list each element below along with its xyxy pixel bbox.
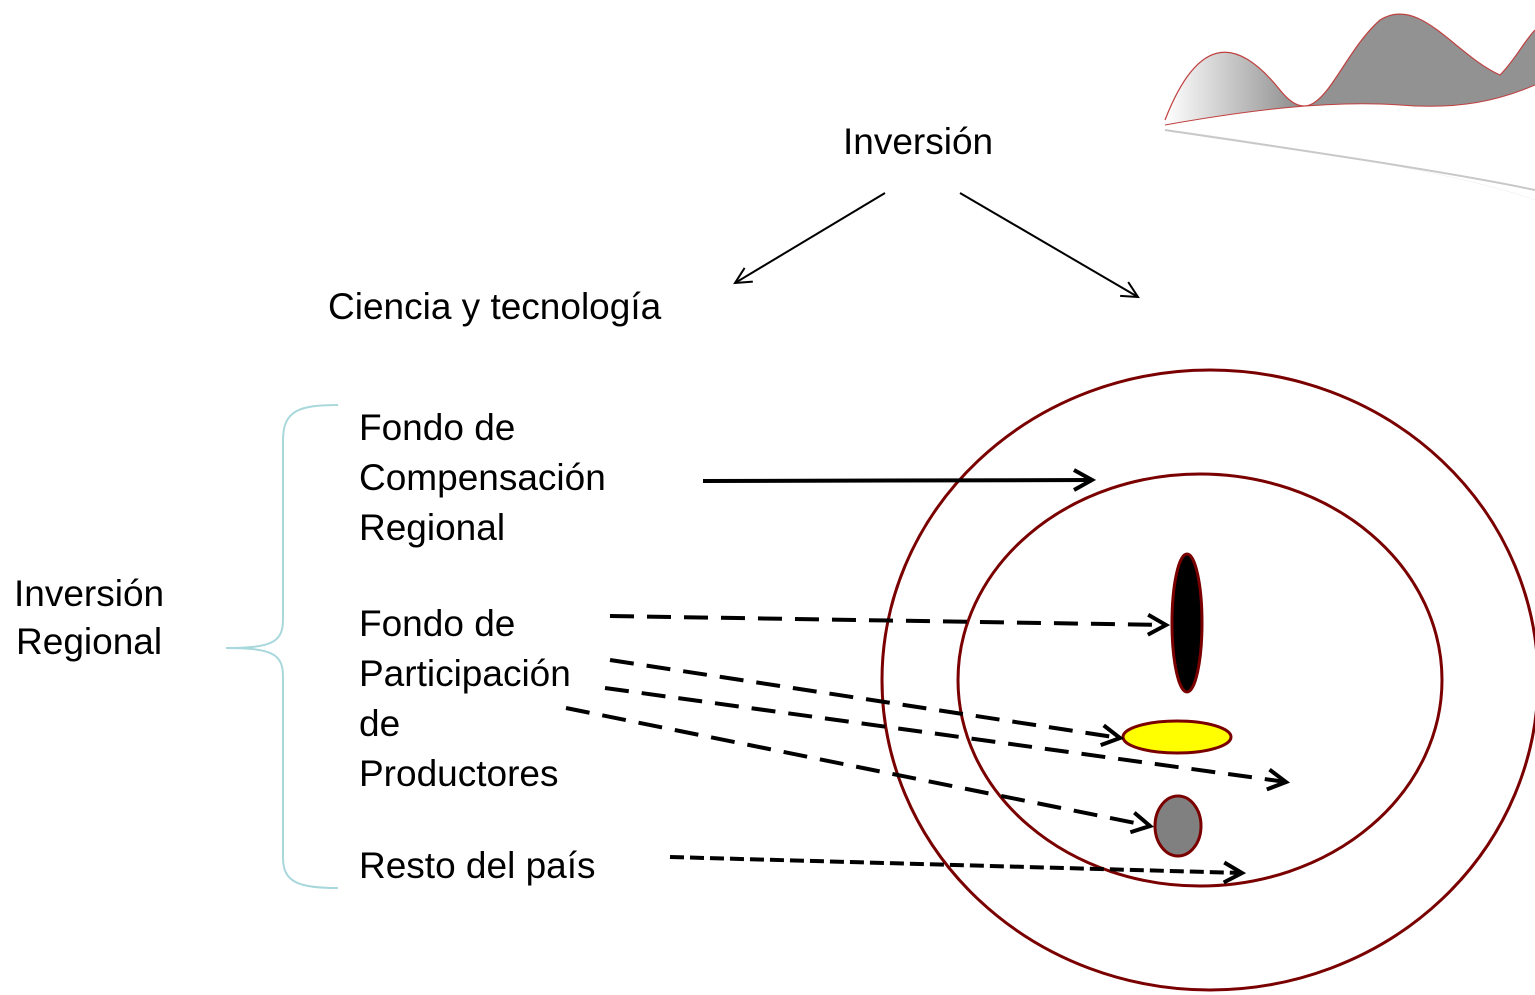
arrow-participacion-to-bean xyxy=(609,616,1166,625)
arrow-resto xyxy=(669,855,1242,873)
fondo-compensacion-line1: Fondo de xyxy=(359,407,516,448)
gray-ellipse-shape xyxy=(1153,794,1203,858)
arrow-participacion-to-gray xyxy=(565,706,1150,826)
fondo-compensacion-line3: Regional xyxy=(359,507,506,548)
arrow-compensacion xyxy=(702,480,1092,481)
arrow-to-circles xyxy=(959,192,1138,297)
yellow-ellipse-shape xyxy=(1121,719,1233,755)
brace-label-inversion-regional: Inversión Regional xyxy=(14,569,164,667)
label-fondo-participacion: Fondo de Participación de Productores xyxy=(359,599,571,799)
fondo-participacion-line4: Productores xyxy=(359,753,559,794)
black-bean-shape xyxy=(1170,552,1204,694)
fondo-compensacion-line2: Compensación xyxy=(359,457,606,498)
arrow-participacion-to-ring xyxy=(604,686,1286,782)
brace-label-line2: Regional xyxy=(16,621,163,662)
label-fondo-compensacion: Fondo de Compensación Regional xyxy=(359,403,606,553)
fondo-participacion-line3: de xyxy=(359,703,401,744)
outer-circle xyxy=(880,368,1535,992)
fondo-participacion-line2: Participación xyxy=(359,653,571,694)
label-resto-del-pais: Resto del país xyxy=(359,845,596,886)
arrow-to-ciencia xyxy=(735,192,886,283)
arrow-participacion-to-yellow xyxy=(609,658,1120,738)
fondo-participacion-line1: Fondo de xyxy=(359,603,516,644)
curly-brace xyxy=(225,404,339,889)
brace-label-line1: Inversión xyxy=(14,573,165,614)
label-ciencia-tecnologia: Ciencia y tecnología xyxy=(328,286,662,327)
top-label-inversion: Inversión xyxy=(843,121,994,162)
decorative-wave xyxy=(1164,13,1535,200)
inner-circle xyxy=(956,472,1444,888)
